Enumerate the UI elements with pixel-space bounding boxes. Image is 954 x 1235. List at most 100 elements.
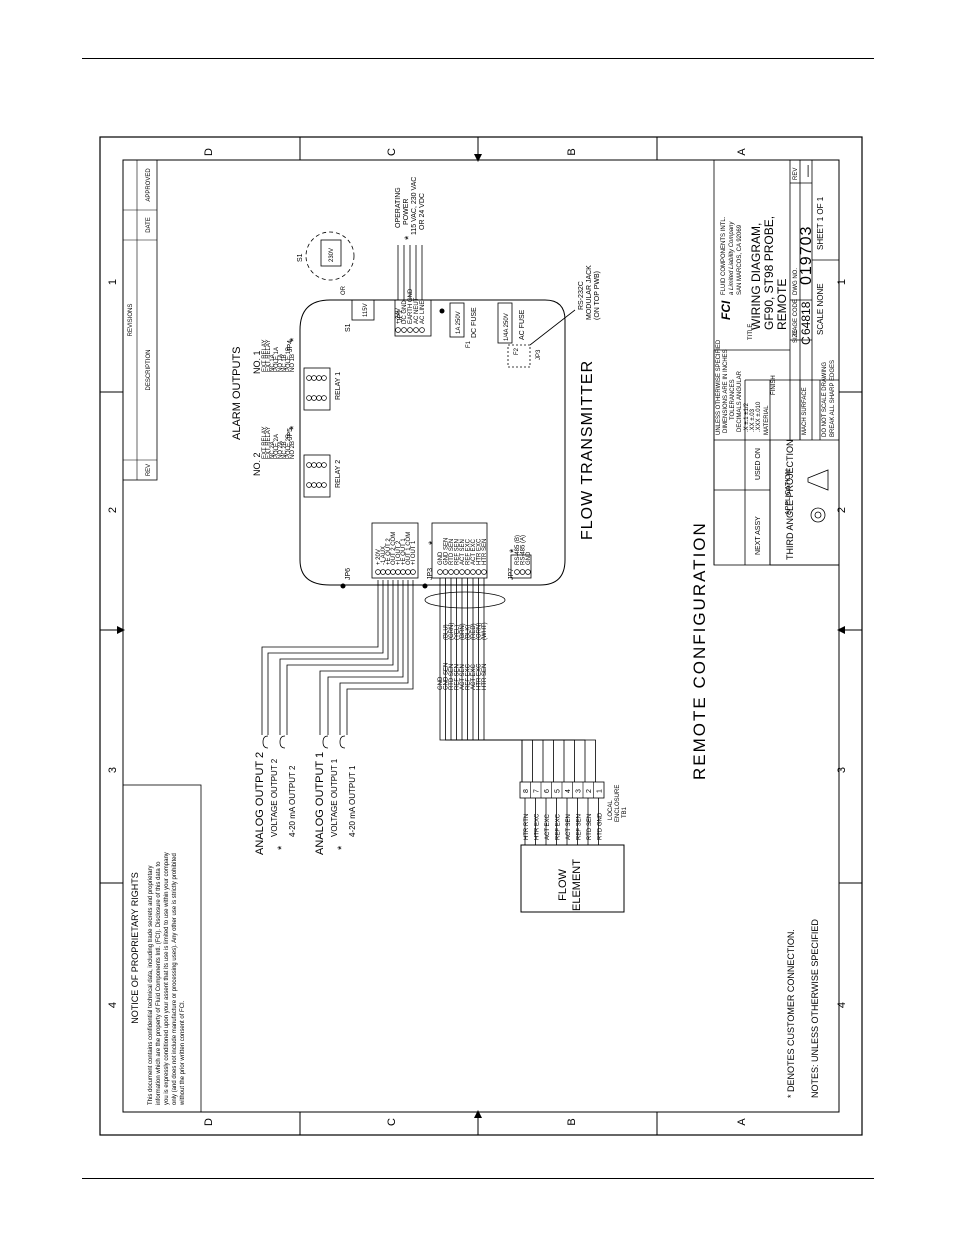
tb1-label: HTR EXC xyxy=(535,813,541,840)
power-line: 115 VAC, 230 VAC xyxy=(411,177,418,235)
cable-wire-label: GND xyxy=(438,676,444,690)
f1-label: F1 xyxy=(466,340,472,348)
jp5-pin-label: POLE 2A xyxy=(274,434,280,459)
jp5-pin-label: EXT RELAY xyxy=(262,427,268,459)
tb1-number: 6 xyxy=(544,789,551,793)
zone-letter: A xyxy=(736,1118,748,1126)
rs232-l1: RS-232C xyxy=(578,281,585,310)
jp5-pin-label: EXT RELAY xyxy=(266,427,272,459)
jp7-pin-label: GND xyxy=(526,551,532,565)
star: * xyxy=(288,425,300,430)
jp3-pin xyxy=(470,569,476,575)
jp4-pin xyxy=(306,395,312,401)
jp3-pin-label: REF SEN xyxy=(455,539,461,565)
jp6-label: JP6 xyxy=(345,568,352,580)
relay2-label: RELAY 2 xyxy=(335,460,342,488)
rev-col: REV xyxy=(146,464,152,476)
drawing-outer-border xyxy=(99,136,863,1136)
jp3-pin-label: ACT EXC xyxy=(471,538,477,565)
jp3-jack-label: JP3 xyxy=(536,349,542,360)
projection: THIRD ANGLE PROJECTION xyxy=(785,439,795,560)
tb1-label: RTD SEN xyxy=(587,814,593,840)
cable-wire-color: (BRN) xyxy=(460,623,466,640)
jp4-label: JP4 xyxy=(287,340,294,352)
used-on: USED ON xyxy=(755,448,762,480)
zone-numbers-right: 4 3 2 1 xyxy=(836,279,848,1008)
tb1-number: 1 xyxy=(597,789,604,793)
jp4-pin-label: POLE 1A xyxy=(274,347,280,372)
analog-out1-voltage: VOLTAGE OUTPUT 1 xyxy=(330,758,339,837)
jp5-pin-label: NC 2B xyxy=(282,441,288,459)
zone-number: 2 xyxy=(836,507,848,513)
jp3-pin-label: GND xyxy=(438,551,444,565)
rev-value: — xyxy=(800,165,814,177)
jp1-pin xyxy=(395,327,401,333)
zone-letter: A xyxy=(736,148,748,156)
jp7-pin xyxy=(514,569,520,575)
jp1-pin-label: + 24V xyxy=(396,308,402,324)
jp7-pin xyxy=(519,569,526,575)
rev-col: APPROVED xyxy=(146,168,152,202)
analog-out2-title: ANALOG OUTPUT 2 xyxy=(254,752,266,855)
jp4-pin xyxy=(306,375,312,381)
jp1-label: JP1 xyxy=(397,310,404,322)
tb1-label: REF EXC xyxy=(556,813,562,840)
zone-number: 4 xyxy=(107,1002,119,1008)
jp4-pin-label: POLE 1B xyxy=(286,347,292,372)
jp1-pin xyxy=(419,327,425,333)
tb1-caption: TB1 xyxy=(622,806,628,818)
rev-hdr: REV xyxy=(793,168,799,180)
cable-wire-color: (RED) xyxy=(471,623,477,640)
centering-arrows xyxy=(117,154,845,1118)
zone-letter: D xyxy=(203,148,215,156)
jp5-pin-label: POLE 2B xyxy=(286,434,292,459)
jp6-pin xyxy=(380,569,386,575)
f1-rating: 1A 250V xyxy=(456,311,462,334)
dwg-title: WIRING DIAGRAM, xyxy=(749,223,763,330)
cable-wire xyxy=(461,578,554,782)
alarm-no1: NO. 1 xyxy=(252,350,262,374)
tb1-label: ACT EXC xyxy=(545,813,551,840)
zone-number: 2 xyxy=(107,507,119,513)
power-line: OR 24 VDC xyxy=(419,193,426,230)
relay1-label: RELAY 1 xyxy=(335,372,342,400)
tolerance-line: DIMENSIONS ARE IN INCHES xyxy=(723,349,729,433)
page-bottom-rule xyxy=(82,1178,874,1179)
zone-numbers-left: 4 3 2 1 xyxy=(107,279,119,1008)
analog-out2-current: 4-20 mA OUTPUT 2 xyxy=(288,765,297,837)
dwg-number: 019703 xyxy=(798,226,815,285)
switch-label: S1 xyxy=(297,253,304,262)
cable-wire-color: (WHT) xyxy=(482,622,488,640)
cable-wire xyxy=(472,578,575,782)
proprietary-title: NOTICE OF PROPRIETARY RIGHTS xyxy=(130,872,140,1024)
switch-value: 230V xyxy=(329,248,335,262)
jp5-pin xyxy=(311,482,317,488)
zone-letter: D xyxy=(203,1118,215,1126)
cable-wire-color: (YEL) xyxy=(455,625,461,640)
zone-number: 3 xyxy=(836,767,848,773)
flow-element-box: FLOW ELEMENT xyxy=(520,798,625,913)
tb1-number: 7 xyxy=(534,789,541,793)
jp4-pin-label: NC 1B xyxy=(282,354,288,372)
jp7-label: JP7 xyxy=(508,568,515,580)
dwg-title: GF90, ST98 PROBE, xyxy=(762,216,776,330)
cable-wire xyxy=(445,578,523,782)
jp6-pin-label: + 20V xyxy=(376,549,382,565)
drawing-inner-border xyxy=(122,159,840,1113)
sheet: SHEET 1 OF 1 xyxy=(816,196,825,250)
jp3-pin xyxy=(481,569,487,575)
tolerance-line: UNLESS OTHERWISE SPECIFIED xyxy=(716,339,722,435)
proprietary-line: without the prior written consent of FCI… xyxy=(180,1000,186,1106)
tolerance-line: .XXX ±.010 xyxy=(756,401,762,432)
f1-desc: DC FUSE xyxy=(471,307,478,338)
analog-out1-current: 4-20 mA OUTPUT 1 xyxy=(348,765,357,837)
jp6-pin xyxy=(385,569,391,575)
proprietary-line: information which are the property of Fl… xyxy=(156,861,162,1105)
tb1-number: 4 xyxy=(565,789,572,793)
flow-element-l1: FLOW xyxy=(557,868,569,900)
cage-hdr: CAGE CODE xyxy=(793,299,799,335)
zone-number: 1 xyxy=(836,279,848,285)
analog-outputs: ANALOG OUTPUT 2 * VOLTAGE OUTPUT 2 4-20 … xyxy=(254,580,414,855)
proprietary-notice: NOTICE OF PROPRIETARY RIGHTS This docume… xyxy=(122,784,202,1113)
